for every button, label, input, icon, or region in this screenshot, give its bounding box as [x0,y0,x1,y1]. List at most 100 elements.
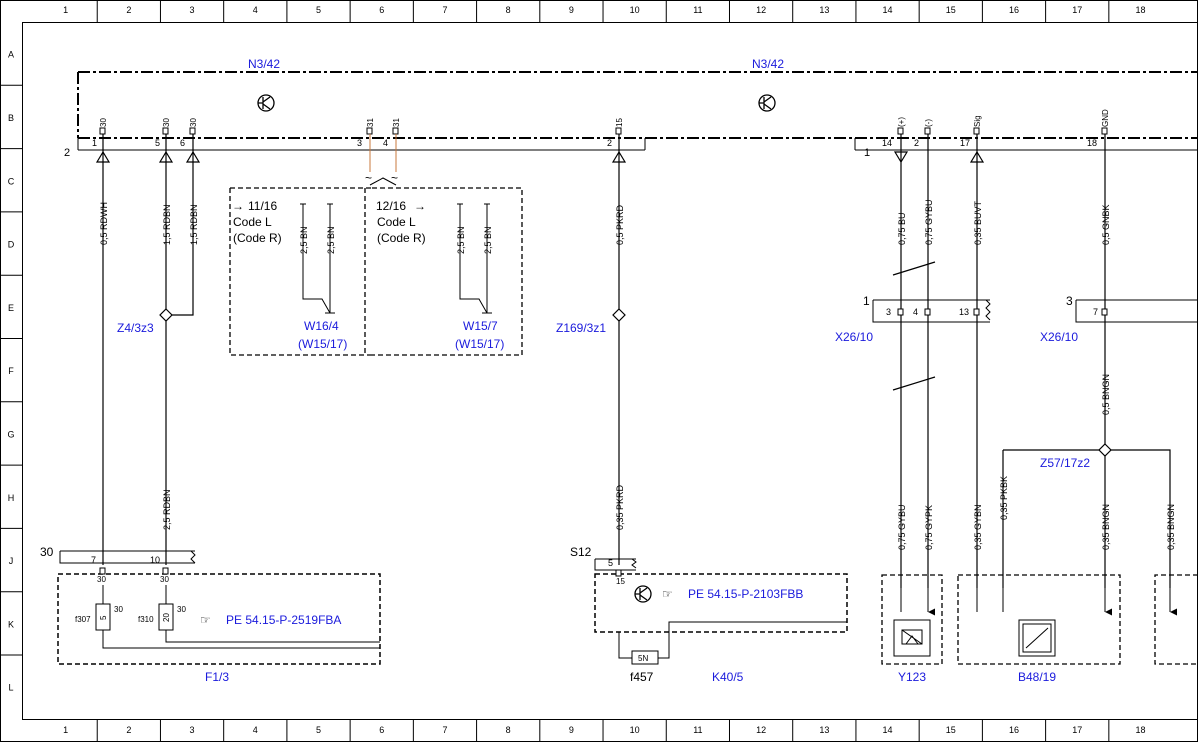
wire-label: 0,35 GYBN [973,504,983,550]
frame-column-label: 1 [63,5,68,15]
relay-k40-5: S12 5 15 ☞ PE 54.15-P-2103FBB 5N f457 K4… [570,545,848,684]
svg-text:6: 6 [180,138,185,148]
frame-column-label: 17 [1072,725,1082,735]
ground-box-1: → 11/16 Code L (Code R) 2,5 BN 2,5 BN W1… [229,187,372,356]
svg-text:12/16: 12/16 [376,199,406,213]
wires [102,134,1171,588]
frame-column-label: 12 [756,5,766,15]
splice-label: Z4/3z3 [117,321,154,335]
frame-column-label: 16 [1009,725,1019,735]
svg-text:2,5 BN: 2,5 BN [299,226,309,254]
frame-column-label: 8 [506,5,511,15]
frame-column-label: 4 [253,725,258,735]
svg-text:~: ~ [365,171,372,185]
frame-column-label: 11 [693,725,702,735]
wire-label: 0,75 GYPK [924,505,934,550]
pin-6: 30 6 [180,118,198,148]
sensor-b48-19: B48/19 [957,574,1121,684]
svg-text:15: 15 [616,577,625,586]
svg-text:4: 4 [383,138,388,148]
svg-text:~: ~ [391,171,398,185]
frame-column-label: 4 [253,5,258,15]
svg-text:3: 3 [357,138,362,148]
wire-label: 0,5 GNBK [1101,204,1111,245]
svg-text:Code L: Code L [377,215,416,229]
frame-column-label: 7 [442,5,447,15]
frame-row-label: E [8,303,14,313]
ground-box-2: 12/16 → Code L (Code R) 2,5 BN 2,5 BN W1… [369,177,523,356]
frame-row-label: L [8,683,13,693]
fusebox-f1-3: 30 7 10 30 30 5 20 f307 f310 30 30 ☞ PE … [40,545,381,684]
svg-text:f307: f307 [75,615,91,624]
valve-y123: Y123 [881,574,943,684]
frame-column-label: 18 [1135,725,1145,735]
frame-row-label: D [8,240,15,250]
ground-point-label: W15/7 [463,319,498,333]
ground-wires [369,134,397,172]
wire-label: 0,35 BNGN [1101,504,1111,550]
svg-text:GND: GND [1101,109,1110,127]
frame-column-label: 18 [1135,5,1145,15]
svg-text:7: 7 [91,555,96,565]
wire-label: 0,5 RDWH [99,202,109,245]
frame-row-label: B [8,113,14,123]
svg-text:30: 30 [97,575,106,584]
frame-column-label: 10 [630,725,640,735]
svg-text:Sig: Sig [973,115,982,127]
svg-text:7: 7 [1093,307,1098,317]
frame-column-label: 11 [693,5,702,15]
transistor-icon [634,585,652,603]
frame-column-label: 12 [756,725,766,735]
ref-arrow-icon: → [232,199,244,213]
frame-column-label: 15 [946,5,956,15]
reference-hand-icon: ☞ [662,587,673,601]
svg-text:1: 1 [92,138,97,148]
frame-column-label: 6 [379,725,384,735]
svg-text:Code L: Code L [233,215,272,229]
svg-text:f310: f310 [138,615,154,624]
wire-label: 0,5 BNGN [1101,374,1111,415]
reference-link: PE 54.15-P-2103FBB [688,587,803,601]
splice-label: Z169/3z1 [556,321,606,335]
pin-5: 30 5 [155,118,171,148]
frame-column-label: 10 [630,5,640,15]
component-label: Y123 [898,670,926,684]
svg-text:2,5 BN: 2,5 BN [483,226,493,254]
svg-text:2,5 BN: 2,5 BN [456,226,466,254]
splice-label: Z57/17z2 [1040,456,1090,470]
frame-row-label: A [8,50,14,60]
frame-row-label: G [7,429,14,439]
frame-column-label: 6 [379,5,384,15]
wire-label: 0,35 PKBK [999,476,1009,520]
module-block-number-left: 2 [64,147,70,159]
svg-text:30: 30 [160,575,169,584]
frame-column-label: 9 [569,725,574,735]
frame-column-label: 2 [126,725,131,735]
svg-text:3: 3 [886,307,891,317]
svg-text:5: 5 [99,615,108,620]
svg-text:S12: S12 [570,545,592,559]
svg-text:(-): (-) [924,119,933,127]
frame-column-label: 2 [126,5,131,15]
frame-column-label: 7 [442,725,447,735]
svg-text:2,5 BN: 2,5 BN [326,226,336,254]
wire-label: 0,35 BUVT [973,200,983,245]
svg-text:15: 15 [615,118,624,127]
frame-column-label: 8 [506,725,511,735]
pin-4: 31 4 [383,118,401,148]
frame-column-label: 13 [819,5,829,15]
connector-label: X26/10 [1040,330,1078,344]
svg-text:2: 2 [914,138,919,148]
component-partial-right [1154,574,1198,665]
tilde-marks: ~ ~ [365,171,398,185]
svg-text:30: 30 [162,118,171,127]
frame-row-label: K [8,619,14,629]
ground-point-alt-label: (W15/17) [298,337,347,351]
pin-14: (+) 14 [882,117,906,148]
svg-text:31: 31 [392,118,401,127]
frame-row-label: H [8,493,15,503]
transistor-icon [758,94,776,112]
svg-text:5N: 5N [638,654,648,663]
svg-text:1: 1 [863,294,870,308]
